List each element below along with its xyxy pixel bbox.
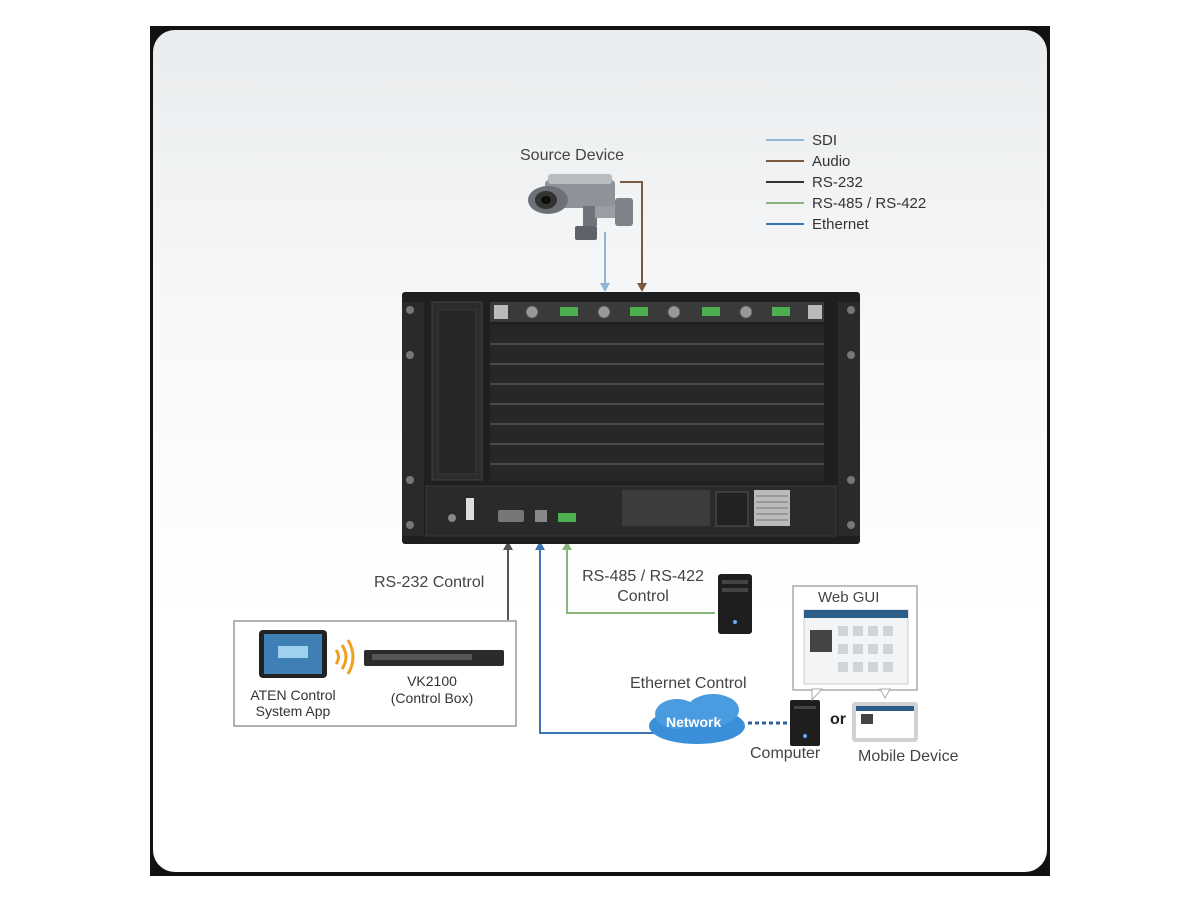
aten-app-line1: ATEN Control [250,687,336,703]
legend-swatch [766,223,804,225]
legend-label: SDI [812,131,838,149]
legend-label: Ethernet [812,215,869,233]
legend-label: RS-232 [812,173,863,191]
legend-item-rs232: RS-232 [766,172,863,192]
rs485-line [562,541,715,614]
or-label: or [830,711,846,728]
matrix-chassis [402,292,860,544]
web-gui-label: Web GUI [818,589,880,606]
vk2100-line1: VK2100 [407,673,457,689]
computer-icon [790,700,820,746]
legend-item-ethernet: Ethernet [766,214,869,234]
aten-app-line2: System App [255,703,331,719]
ethernet-control-label: Ethernet Control [630,675,747,692]
control-box-icon [364,650,504,666]
audio-line [620,181,647,292]
legend-swatch [766,139,804,141]
network-cloud-icon [649,694,745,744]
legend-item-audio: Audio [766,151,850,171]
legend-item-rs485: RS-485 / RS-422 [766,193,926,213]
computer-label: Computer [750,745,821,762]
web-gui-callout [792,585,918,702]
legend-label: RS-485 / RS-422 [812,194,927,212]
camera-icon [528,174,633,240]
rs485-control-label: RS-485 / RS-422 Control [570,567,716,607]
aten-app-label: ATEN Control System App [240,687,346,719]
network-label: Network [666,714,722,730]
rs485-control-line1: RS-485 / RS-422 [582,568,704,585]
tablet-icon [259,630,327,678]
sdi-line [600,232,610,292]
rs485-control-line2: Control [617,588,669,605]
legend-label: Audio [812,152,851,170]
vk2100-line2: (Control Box) [390,690,474,706]
legend-swatch [766,181,804,183]
wireless-signal-icon [334,639,355,675]
rs232-line [503,541,513,620]
mobile-device-icon [852,702,918,742]
pc-tower-icon [718,574,752,634]
mobile-device-label: Mobile Device [858,748,959,765]
vk2100-label: VK2100 (Control Box) [372,673,492,707]
rs232-control-label: RS-232 Control [374,574,485,591]
legend-swatch [766,202,804,204]
source-device-label: Source Device [520,147,625,164]
legend-swatch [766,160,804,162]
ethernet-line [535,541,660,734]
legend-item-sdi: SDI [766,130,837,150]
